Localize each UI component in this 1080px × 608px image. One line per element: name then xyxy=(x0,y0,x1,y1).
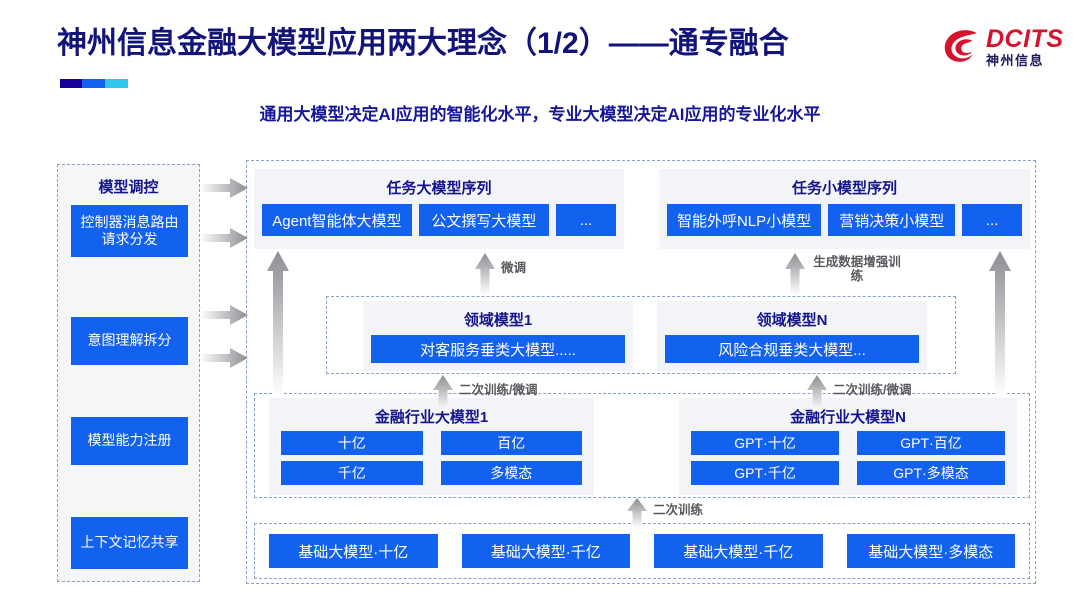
task-large-model-sequence-title: 任务大模型序列 xyxy=(386,180,492,197)
arrow-label-retrain-left: 二次训练/微调 xyxy=(459,383,538,397)
domain-model-group: 领域模型1 对客服务垂类大模型..... 领域模型N 风险合规垂类大模型... xyxy=(326,296,956,374)
arrow-label-data-augmentation: 生成数据增强训练 xyxy=(813,255,901,284)
chip-ind1-billion[interactable]: 十亿 xyxy=(281,431,423,455)
chip-ind1-multimodal[interactable]: 多模态 xyxy=(440,461,582,485)
accent-bar xyxy=(60,79,128,88)
arrow-up-icon-data-augmentation xyxy=(785,253,805,295)
chip-ind1-hundred-billion[interactable]: 千亿 xyxy=(281,461,423,485)
chip-indn-gpt-hundred-billion[interactable]: GPT·千亿 xyxy=(691,461,839,485)
control-item-context[interactable]: 上下文记忆共享 xyxy=(71,517,188,569)
chip-document-writing-model[interactable]: 公文撰写大模型 xyxy=(418,204,550,236)
industry-model-n-title: 金融行业大模型N xyxy=(790,409,906,426)
logo-text-cn: 神州信息 xyxy=(986,53,1045,68)
industry-model-1-title: 金融行业大模型1 xyxy=(374,409,489,426)
dcits-swirl-icon xyxy=(944,30,977,62)
accent-segment-1 xyxy=(60,79,82,88)
arrow-label-retrain-base: 二次训练 xyxy=(653,503,704,517)
chip-more-large-tasks[interactable]: ... xyxy=(556,204,616,236)
page-title: 神州信息金融大模型应用两大理念（1/2）——通专融合 xyxy=(57,27,789,60)
industry-model-n-panel: 金融行业大模型N GPT·十亿 GPT·百亿 GPT·千亿 GPT·多模态 xyxy=(679,398,1017,495)
control-item-registry[interactable]: 模型能力注册 xyxy=(71,417,188,465)
task-small-model-sequence-title: 任务小模型序列 xyxy=(791,180,897,197)
accent-segment-3 xyxy=(104,79,128,88)
industry-model-group: 金融行业大模型1 十亿 百亿 千亿 多模态 金融行业大模型N GPT·十亿 GP… xyxy=(254,393,1030,498)
task-large-model-sequence-panel: 任务大模型序列 Agent智能体大模型 公文撰写大模型 ... xyxy=(254,169,624,249)
arrow-up-icon-retrain-left xyxy=(433,375,453,411)
arrow-label-fine-tune: 微调 xyxy=(501,261,527,275)
industry-model-1-panel: 金融行业大模型1 十亿 百亿 千亿 多模态 xyxy=(269,398,594,495)
domain-model-n-title: 领域模型N xyxy=(756,312,828,329)
chip-indn-gpt-ten-billion[interactable]: GPT·百亿 xyxy=(857,431,1005,455)
chip-indn-gpt-billion[interactable]: GPT·十亿 xyxy=(691,431,839,455)
chip-marketing-decision-model[interactable]: 营销决策小模型 xyxy=(828,204,956,236)
control-item-router[interactable]: 控制器消息路由请求分发 xyxy=(71,205,188,257)
domain-model-n-panel: 领域模型N 风险合规垂类大模型... xyxy=(657,301,927,371)
chip-indn-gpt-multimodal[interactable]: GPT·多模态 xyxy=(857,461,1005,485)
arrow-up-icon-retrain-right xyxy=(807,375,827,411)
chip-outbound-nlp-model[interactable]: 智能外呼NLP小模型 xyxy=(667,204,822,236)
arrow-up-icon-fine-tune-left xyxy=(475,253,495,295)
chip-ind1-ten-billion[interactable]: 百亿 xyxy=(440,431,582,455)
arrow-right-icon-2 xyxy=(200,228,248,248)
chip-risk-compliance-vertical-model[interactable]: 风险合规垂类大模型... xyxy=(665,335,919,363)
foundation-model-group: 基础大模型·十亿 基础大模型·千亿 基础大模型·千亿 基础大模型·多模态 xyxy=(254,523,1030,579)
domain-model-1-title: 领域模型1 xyxy=(463,312,533,329)
chip-base-hundred-billion[interactable]: 基础大模型·千亿 xyxy=(461,534,630,568)
arrow-right-icon-4 xyxy=(200,348,248,368)
model-stack-panel: 任务大模型序列 Agent智能体大模型 公文撰写大模型 ... 任务小模型序列 … xyxy=(246,160,1036,584)
accent-segment-2 xyxy=(81,79,105,88)
control-column: 模型调控 控制器消息路由请求分发 意图理解拆分 模型能力注册 上下文记忆共享 xyxy=(57,164,200,582)
chip-agent-model[interactable]: Agent智能体大模型 xyxy=(262,204,412,236)
control-column-title: 模型调控 xyxy=(98,179,159,196)
domain-model-1-panel: 领域模型1 对客服务垂类大模型..... xyxy=(363,301,633,371)
arrow-right-icon-3 xyxy=(200,305,248,325)
arrow-right-icon-1 xyxy=(200,178,248,198)
architecture-diagram: 模型调控 控制器消息路由请求分发 意图理解拆分 模型能力注册 上下文记忆共享 任… xyxy=(0,150,1080,600)
chip-base-multimodal[interactable]: 基础大模型·多模态 xyxy=(846,534,1015,568)
page-subtitle: 通用大模型决定AI应用的智能化水平，专业大模型决定AI应用的专业化水平 xyxy=(259,105,821,124)
chip-customer-service-vertical-model[interactable]: 对客服务垂类大模型..... xyxy=(371,335,625,363)
control-item-intent[interactable]: 意图理解拆分 xyxy=(71,317,188,365)
chip-base-trillion[interactable]: 基础大模型·千亿 xyxy=(654,534,823,568)
arrow-label-retrain-right: 二次训练/微调 xyxy=(833,383,912,397)
task-small-model-sequence-panel: 任务小模型序列 智能外呼NLP小模型 营销决策小模型 ... xyxy=(659,169,1030,249)
arrow-up-icon-retrain-base xyxy=(627,498,647,528)
dcits-logo: DCITS 神州信息 xyxy=(940,18,1068,76)
arrow-up-icon-industry-to-task-small xyxy=(989,251,1011,396)
logo-text-en: DCITS xyxy=(986,25,1064,53)
chip-base-billion[interactable]: 基础大模型·十亿 xyxy=(269,534,438,568)
arrow-up-icon-industry-to-task-large xyxy=(267,251,289,396)
chip-more-small-tasks[interactable]: ... xyxy=(962,204,1022,236)
